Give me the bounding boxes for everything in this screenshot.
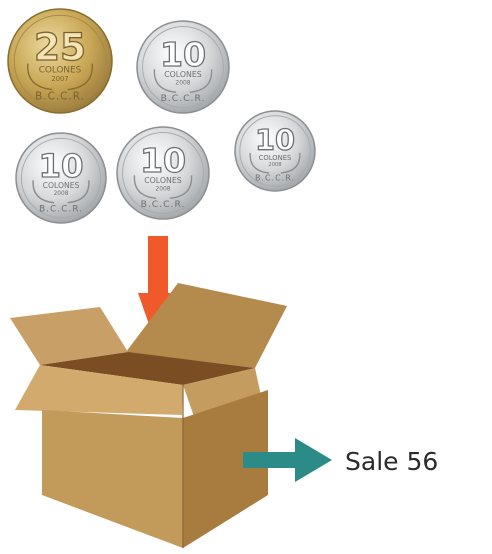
coin-value: 10 (38, 147, 83, 185)
coin-bank: B.C.C.R. (141, 199, 186, 210)
coin-currency: COLONES (43, 181, 80, 190)
coin-bank: B.C.C.R. (35, 90, 85, 102)
coin-value: 10 (255, 123, 295, 157)
coin-year: 2008 (175, 79, 190, 86)
coin-year: 2007 (51, 75, 68, 83)
coin-year: 2008 (155, 185, 170, 192)
coin-group: 25COLONES2007B.C.C.R.10COLONES2008B.C.C.… (8, 9, 315, 223)
coin-bank: B.C.C.R. (39, 204, 83, 214)
output-label: Sale 56 (345, 447, 438, 476)
coin-bank: B.C.C.R. (161, 93, 206, 104)
coin-currency: COLONES (259, 154, 292, 162)
box-front (42, 410, 183, 548)
coin-value: 10 (160, 35, 206, 74)
coin-year: 2008 (54, 191, 69, 197)
cardboard-box (10, 283, 287, 548)
coin-value: 10 (140, 141, 186, 180)
coin-value: 25 (34, 25, 86, 69)
coin-currency: COLONES (164, 70, 202, 79)
coin-year: 2008 (268, 162, 281, 168)
coin-bank: B.C.C.R. (255, 174, 295, 183)
coin-currency: COLONES (144, 176, 182, 185)
